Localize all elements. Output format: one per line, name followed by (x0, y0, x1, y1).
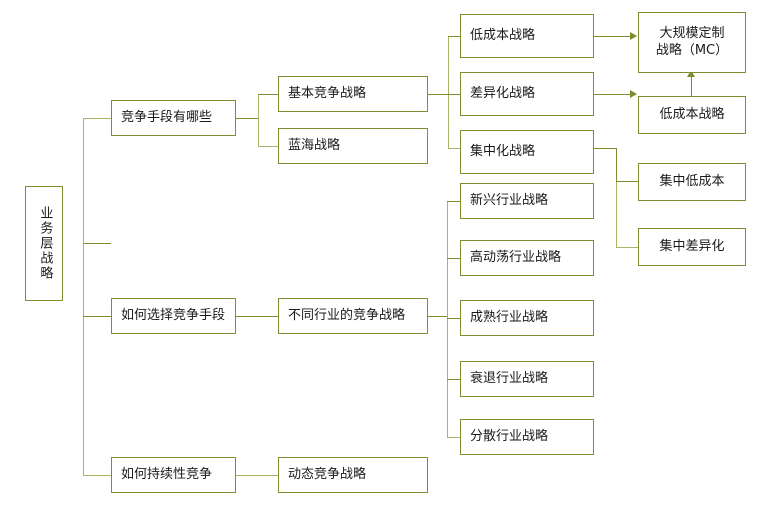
arrowhead-to-mc (630, 32, 637, 40)
connector-l3-1-bus (448, 36, 449, 148)
node-l3-4[interactable]: 动态竞争战略 (278, 457, 428, 493)
node-l4-8[interactable]: 分散行业战略 (460, 419, 594, 455)
node-l4-7-label: 衰退行业战略 (470, 370, 549, 386)
node-l2-2-label: 如何选择竞争手段 (121, 307, 226, 323)
node-l3-3-label: 不同行业的竞争战略 (288, 307, 406, 323)
node-l2-1[interactable]: 竞争手段有哪些 (111, 100, 236, 136)
node-l4-2-label: 差异化战略 (470, 85, 536, 101)
node-l2-3[interactable]: 如何持续性竞争 (111, 457, 236, 493)
connector-l3-3-out (428, 316, 447, 317)
node-root[interactable]: 业务层战略 (25, 186, 63, 301)
node-l4-2[interactable]: 差异化战略 (460, 72, 594, 116)
connector-l5-2-to-l5-1 (691, 73, 692, 96)
connector-l2-2-to-l3-3 (236, 316, 278, 317)
node-l4-8-label: 分散行业战略 (470, 428, 549, 444)
node-l4-7[interactable]: 衰退行业战略 (460, 361, 594, 397)
node-l4-1[interactable]: 低成本战略 (460, 14, 594, 58)
node-l5-3-label: 集中低成本 (659, 173, 725, 189)
connector-to-l3-2 (258, 146, 278, 147)
connector-l2-3-to-l3-4 (236, 475, 278, 476)
connector-to-l5-3 (616, 181, 638, 182)
connector-l3-3-bus (447, 201, 448, 437)
connector-l4-3-out (594, 148, 616, 149)
node-l4-5-label: 高动荡行业战略 (470, 249, 562, 265)
connector-main-trunk (83, 118, 84, 476)
node-l3-3[interactable]: 不同行业的竞争战略 (278, 298, 428, 334)
node-root-label: 业务层战略 (37, 206, 53, 281)
node-l3-1[interactable]: 基本竞争战略 (278, 76, 428, 112)
node-l5-4[interactable]: 集中差异化 (638, 228, 746, 266)
connector-trunk-to-l2-1 (83, 118, 111, 119)
node-l5-2[interactable]: 低成本战略 (638, 96, 746, 134)
node-l2-2[interactable]: 如何选择竞争手段 (111, 298, 236, 334)
node-l4-4[interactable]: 新兴行业战略 (460, 183, 594, 219)
node-l5-4-label: 集中差异化 (659, 238, 725, 254)
connector-to-l4-3 (448, 148, 460, 149)
node-l4-3-label: 集中化战略 (470, 143, 536, 159)
node-l3-1-label: 基本竞争战略 (288, 85, 367, 101)
connector-l3-1-out (428, 94, 448, 95)
connector-to-l4-6 (447, 318, 460, 319)
node-l2-3-label: 如何持续性竞争 (121, 466, 213, 482)
node-l4-5[interactable]: 高动荡行业战略 (460, 240, 594, 276)
connector-to-l4-5 (447, 258, 460, 259)
connector-l4-2-to-l5-2 (594, 94, 636, 95)
node-l5-1-label: 大规模定制 战略（MC） (655, 25, 729, 58)
node-l5-3[interactable]: 集中低成本 (638, 163, 746, 201)
connector-to-l4-7 (447, 379, 460, 380)
connector-l4-3-drop (616, 148, 617, 182)
connector-trunk-to-l2-2 (83, 316, 111, 317)
node-l5-2-label: 低成本战略 (659, 106, 725, 122)
arrowhead-up-to-mc (687, 70, 695, 77)
connector-to-l4-4 (447, 201, 460, 202)
connector-trunk-to-l2-3 (83, 475, 111, 476)
connector-l4-3-bus (616, 181, 617, 247)
arrowhead-to-low-cost-right (630, 90, 637, 98)
node-l3-2-label: 蓝海战略 (288, 137, 341, 153)
connector-l4-1-to-mc (594, 36, 636, 37)
connector-root-stub (83, 243, 111, 244)
connector-to-l4-2 (448, 94, 460, 95)
connector-l2-1-bus (258, 94, 259, 146)
connector-to-l4-8 (447, 437, 460, 438)
connector-to-l3-1 (258, 94, 278, 95)
connector-to-l4-1 (448, 36, 460, 37)
connector-l2-1-out (236, 118, 258, 119)
node-l5-1[interactable]: 大规模定制 战略（MC） (638, 12, 746, 73)
node-l3-4-label: 动态竞争战略 (288, 466, 367, 482)
node-l4-4-label: 新兴行业战略 (470, 192, 549, 208)
node-l4-1-label: 低成本战略 (470, 27, 536, 43)
connector-to-l5-4 (616, 247, 638, 248)
node-l4-3[interactable]: 集中化战略 (460, 130, 594, 174)
node-l4-6[interactable]: 成熟行业战略 (460, 300, 594, 336)
node-l4-6-label: 成熟行业战略 (470, 309, 549, 325)
node-l2-1-label: 竞争手段有哪些 (121, 109, 213, 125)
node-l3-2[interactable]: 蓝海战略 (278, 128, 428, 164)
